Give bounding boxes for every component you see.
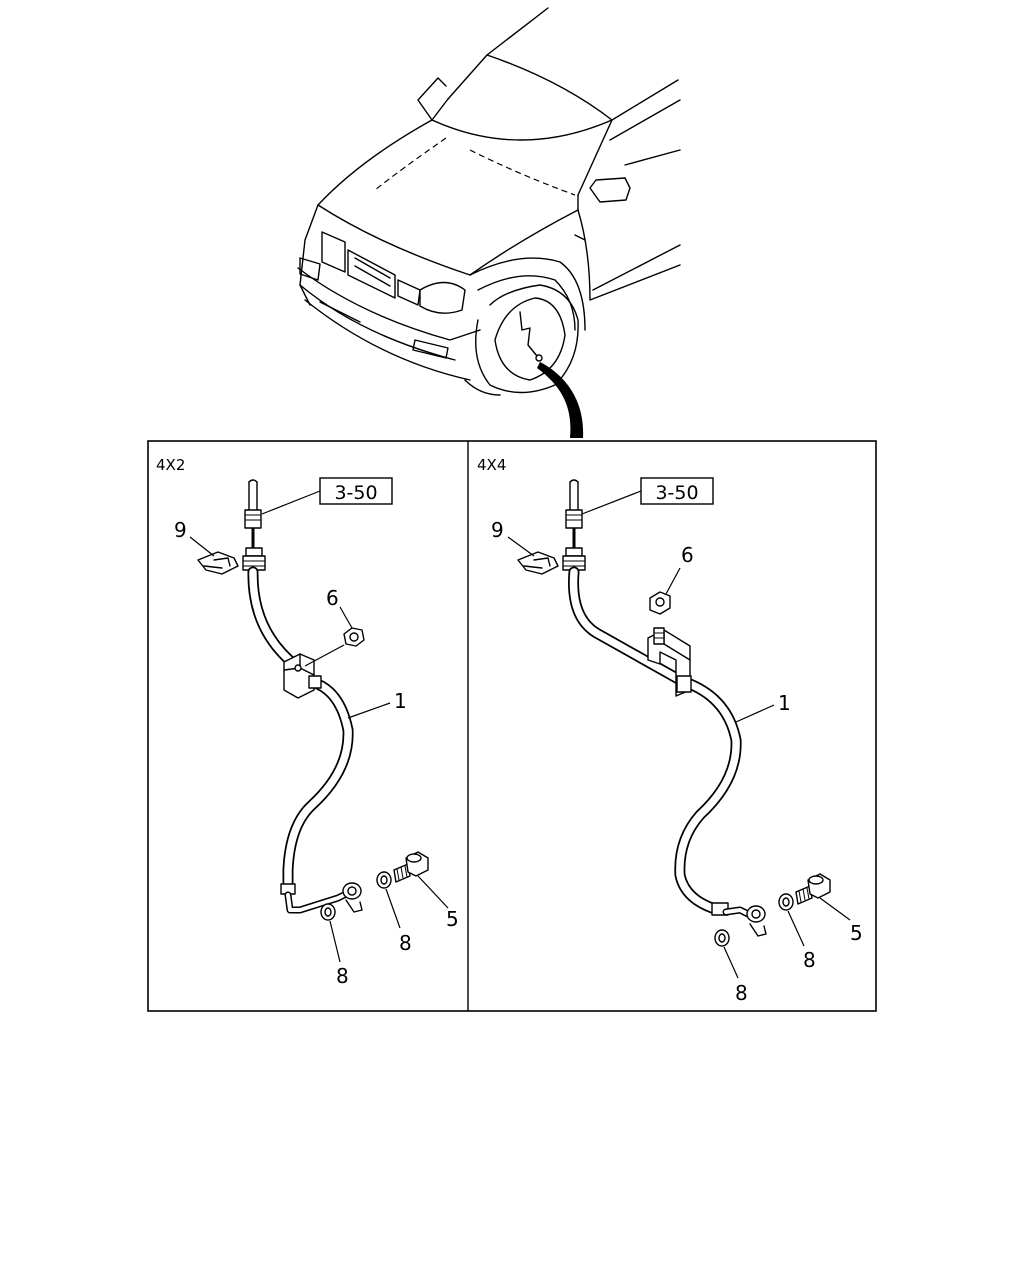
union-fitting — [746, 905, 767, 937]
detail-frame — [147, 440, 877, 1012]
callout-8: 8 — [803, 948, 816, 972]
brake-pipe-fitting — [565, 479, 583, 548]
callout-5: 5 — [850, 921, 863, 945]
brake-hose — [568, 566, 752, 918]
callout-9: 9 — [491, 518, 504, 542]
callout-6: 6 — [681, 543, 694, 567]
hose-bracket — [647, 627, 692, 697]
lock-nut — [343, 627, 365, 647]
reference-label: 3-50 — [334, 482, 377, 504]
union-bolt — [393, 851, 429, 883]
reference-box[interactable]: 3-50 — [319, 477, 393, 505]
union-fitting — [342, 882, 363, 913]
hose-end-fitting — [562, 547, 586, 571]
callout-8: 8 — [735, 981, 748, 1005]
lock-nut — [649, 591, 671, 615]
callout-5: 5 — [446, 907, 459, 931]
panel-4x2: 4X2 3-50 9 — [156, 456, 459, 988]
union-bolt — [795, 873, 831, 905]
copper-washer — [376, 871, 392, 889]
callout-1: 1 — [778, 691, 791, 715]
panel-title: 4X2 — [156, 456, 185, 474]
panel-4x4: 4X4 3-50 9 — [477, 456, 863, 1005]
copper-washer — [714, 929, 730, 947]
brake-pipe-fitting — [244, 479, 262, 548]
callout-8: 8 — [336, 964, 349, 988]
reference-label: 3-50 — [655, 482, 698, 504]
hose-end-fitting — [242, 547, 266, 571]
hose-clip — [197, 551, 239, 575]
vehicle-illustration — [297, 7, 681, 438]
callout-9: 9 — [174, 518, 187, 542]
brake-hose — [247, 566, 354, 914]
callout-1: 1 — [394, 689, 407, 713]
callout-6: 6 — [326, 586, 339, 610]
copper-washer — [320, 903, 336, 921]
copper-washer — [778, 893, 794, 911]
reference-box[interactable]: 3-50 — [640, 477, 714, 505]
callout-8: 8 — [399, 931, 412, 955]
hose-clip — [517, 551, 559, 575]
panel-title: 4X4 — [477, 456, 506, 474]
